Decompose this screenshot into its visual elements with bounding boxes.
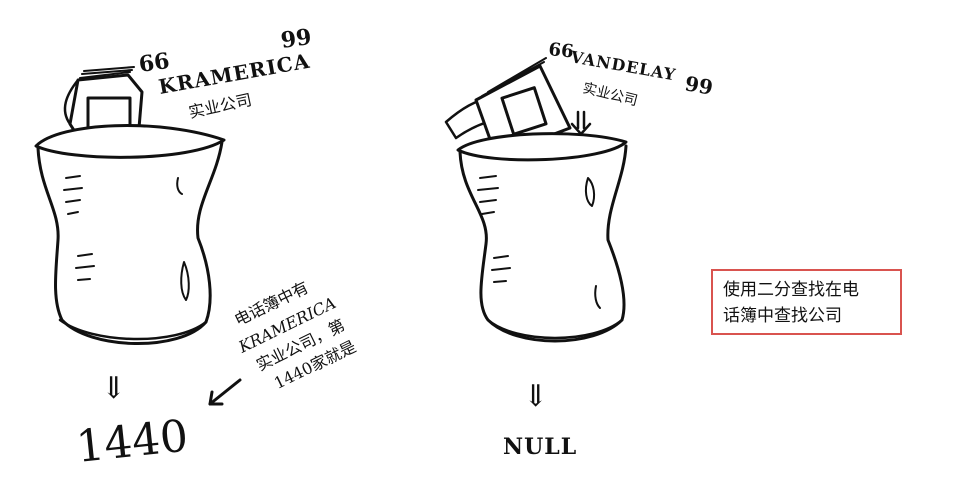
right-down-arrow: ⇓ <box>523 379 548 414</box>
left-open-quote: 66 <box>137 48 171 78</box>
left-down-arrow: ⇓ <box>101 371 126 406</box>
left-result: 1440 <box>74 411 191 473</box>
callout-line-1: 使用二分查找在电 <box>723 280 859 300</box>
callout-box: 使用二分查找在电 话簿中查找公司 <box>711 269 902 335</box>
note-pointer-arrow <box>208 378 242 406</box>
left-cup <box>34 66 226 345</box>
right-company-latin: VANDELAY <box>568 47 677 84</box>
left-company-latin: KRAMERICA <box>157 49 312 99</box>
right-cup <box>444 57 628 343</box>
callout-line-2: 话簿中查找公司 <box>723 306 842 326</box>
handwritten-note: 电话簿中有 KRAMERICA 实业公司，第 1440家就是 <box>231 278 359 393</box>
right-open-quote: 66 <box>547 39 574 63</box>
right-company-chinese: 实业公司 <box>581 80 639 109</box>
right-close-quote: 99 <box>683 71 715 99</box>
left-close-quote: 99 <box>279 24 313 54</box>
right-result: NULL <box>503 434 577 460</box>
left-company-chinese: 实业公司 <box>187 90 254 122</box>
